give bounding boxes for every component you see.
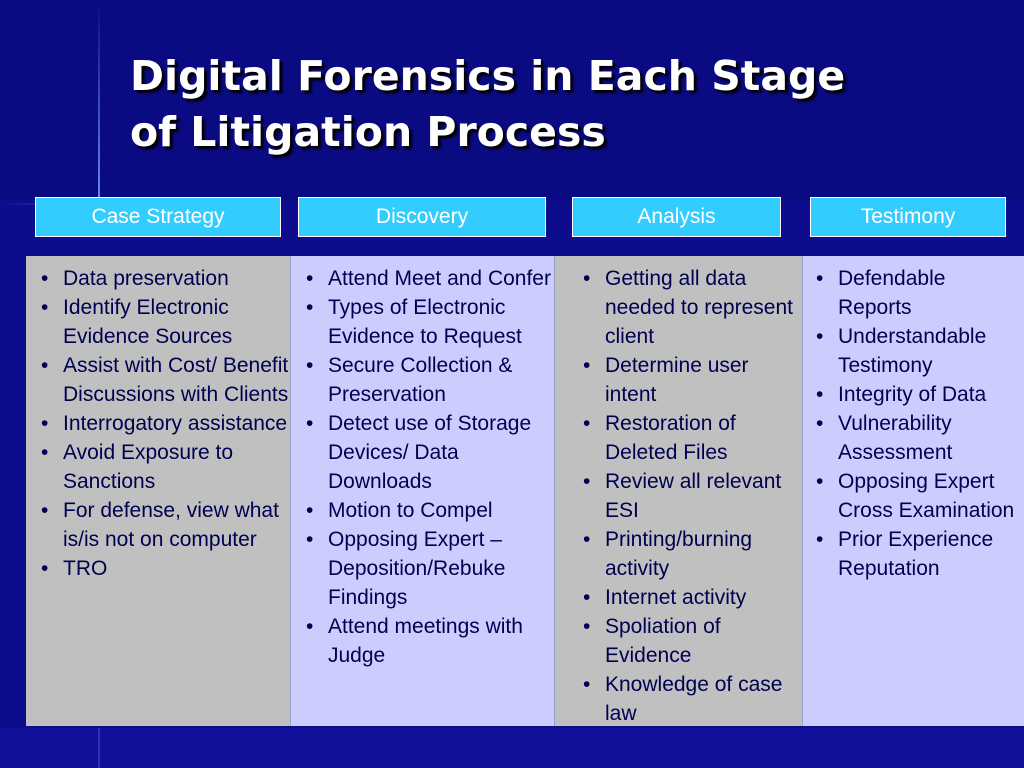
bullet-icon: •: [583, 267, 591, 290]
stage-header-discovery: Discovery: [298, 197, 546, 237]
list-item: •Attend meetings with Judge: [302, 612, 554, 670]
bullet-icon: •: [41, 441, 49, 464]
analysis-list: •Getting all data needed to represent cl…: [579, 264, 802, 728]
column-analysis: •Getting all data needed to represent cl…: [555, 256, 803, 726]
bullet-icon: •: [816, 470, 824, 493]
bullet-icon: •: [816, 412, 824, 435]
list-item: •Defendable Reports: [812, 264, 1024, 322]
list-item: •Prior Experience Reputation: [812, 525, 1024, 583]
bullet-icon: •: [41, 412, 49, 435]
stage-header-testimony: Testimony: [810, 197, 1006, 237]
list-item: •TRO: [37, 554, 290, 583]
bullet-icon: •: [306, 354, 314, 377]
bullet-icon: •: [816, 325, 824, 348]
background-top: [0, 0, 1024, 200]
slide-title-line-2: of Litigation Process: [130, 108, 606, 156]
list-item: •Review all relevant ESI: [579, 467, 802, 525]
list-item: •Opposing Expert – Deposition/Rebuke Fin…: [302, 525, 554, 612]
bullet-icon: •: [583, 354, 591, 377]
bullet-icon: •: [306, 528, 314, 551]
bullet-icon: •: [583, 470, 591, 493]
list-item: •Spoliation of Evidence: [579, 612, 802, 670]
bullet-icon: •: [306, 296, 314, 319]
bullet-icon: •: [306, 412, 314, 435]
bullet-icon: •: [306, 267, 314, 290]
column-testimony: •Defendable Reports •Understandable Test…: [803, 256, 1024, 726]
discovery-list: •Attend Meet and Confer •Types of Electr…: [302, 264, 554, 670]
list-item: •Detect use of Storage Devices/ Data Dow…: [302, 409, 554, 496]
list-item: •Motion to Compel: [302, 496, 554, 525]
list-item: •Assist with Cost/ Benefit Discussions w…: [37, 351, 290, 409]
list-item: •Internet activity: [579, 583, 802, 612]
bullet-icon: •: [583, 673, 591, 696]
stages-table: •Data preservation •Identify Electronic …: [26, 256, 1024, 726]
slide-title: Digital Forensics in Each Stage of Litig…: [130, 48, 990, 160]
decorative-vertical-line: [98, 0, 100, 200]
list-item: •Avoid Exposure to Sanctions: [37, 438, 290, 496]
bullet-icon: •: [816, 267, 824, 290]
list-item: •Data preservation: [37, 264, 290, 293]
bullet-icon: •: [306, 499, 314, 522]
list-item: •Opposing Expert Cross Examination: [812, 467, 1024, 525]
bullet-icon: •: [816, 383, 824, 406]
bullet-icon: •: [41, 354, 49, 377]
list-item: •Printing/burning activity: [579, 525, 802, 583]
slide-title-line-1: Digital Forensics in Each Stage: [130, 52, 846, 100]
list-item: •Determine user intent: [579, 351, 802, 409]
decorative-vertical-line-bottom: [98, 728, 100, 768]
list-item: •Understandable Testimony: [812, 322, 1024, 380]
bullet-icon: •: [816, 528, 824, 551]
bullet-icon: •: [583, 412, 591, 435]
bullet-icon: •: [41, 557, 49, 580]
list-item: •Attend Meet and Confer: [302, 264, 554, 293]
background-bottom: [0, 728, 1024, 768]
bullet-icon: •: [41, 267, 49, 290]
bullet-icon: •: [306, 615, 314, 638]
list-item: •Restoration of Deleted Files: [579, 409, 802, 467]
bullet-icon: •: [583, 615, 591, 638]
list-item: •Getting all data needed to represent cl…: [579, 264, 802, 351]
bullet-icon: •: [41, 296, 49, 319]
list-item: •For defense, view what is/is not on com…: [37, 496, 290, 554]
bullet-icon: •: [41, 499, 49, 522]
list-item: •Identify Electronic Evidence Sources: [37, 293, 290, 351]
bullet-icon: •: [583, 586, 591, 609]
stage-header-analysis: Analysis: [572, 197, 781, 237]
list-item: •Secure Collection & Preservation: [302, 351, 554, 409]
list-item: •Vulnerability Assessment: [812, 409, 1024, 467]
bullet-icon: •: [583, 528, 591, 551]
column-discovery: •Attend Meet and Confer •Types of Electr…: [291, 256, 555, 726]
list-item: •Integrity of Data: [812, 380, 1024, 409]
column-case-strategy: •Data preservation •Identify Electronic …: [26, 256, 291, 726]
list-item: •Types of Electronic Evidence to Request: [302, 293, 554, 351]
list-item: •Interrogatory assistance: [37, 409, 290, 438]
case-strategy-list: •Data preservation •Identify Electronic …: [37, 264, 290, 583]
stage-header-case-strategy: Case Strategy: [35, 197, 281, 237]
list-item: •Knowledge of case law: [579, 670, 802, 728]
testimony-list: •Defendable Reports •Understandable Test…: [812, 264, 1024, 583]
